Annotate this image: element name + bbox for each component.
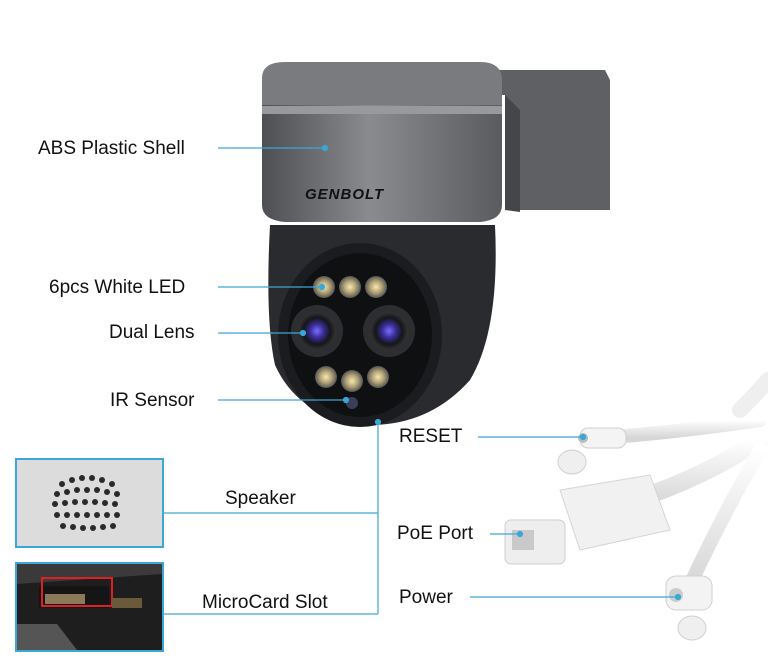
poe-connector <box>504 474 671 565</box>
label-ir-sensor: IR Sensor <box>110 390 195 411</box>
label-microcard-slot: MicroCard Slot <box>202 592 328 613</box>
label-dual-lens: Dual Lens <box>109 322 195 343</box>
label-reset: RESET <box>399 426 463 447</box>
wall-bracket <box>470 70 610 212</box>
label-abs-plastic-shell: ABS Plastic Shell <box>38 138 185 159</box>
reset-connector <box>557 427 627 475</box>
speaker-inset <box>15 458 164 548</box>
label-poe-port: PoE Port <box>397 523 474 544</box>
label-power: Power <box>399 587 453 608</box>
top-housing <box>262 62 502 222</box>
label-speaker: Speaker <box>225 488 296 509</box>
microcard-slot-icon <box>17 564 162 650</box>
label-white-led: 6pcs White LED <box>49 277 186 298</box>
leader-lines <box>160 144 682 615</box>
brand-logo: GENBOLT <box>305 186 385 203</box>
speaker-grille-icon <box>17 460 162 546</box>
microcard-inset <box>15 562 164 652</box>
camera-dome <box>268 225 496 427</box>
power-connector <box>665 575 713 641</box>
